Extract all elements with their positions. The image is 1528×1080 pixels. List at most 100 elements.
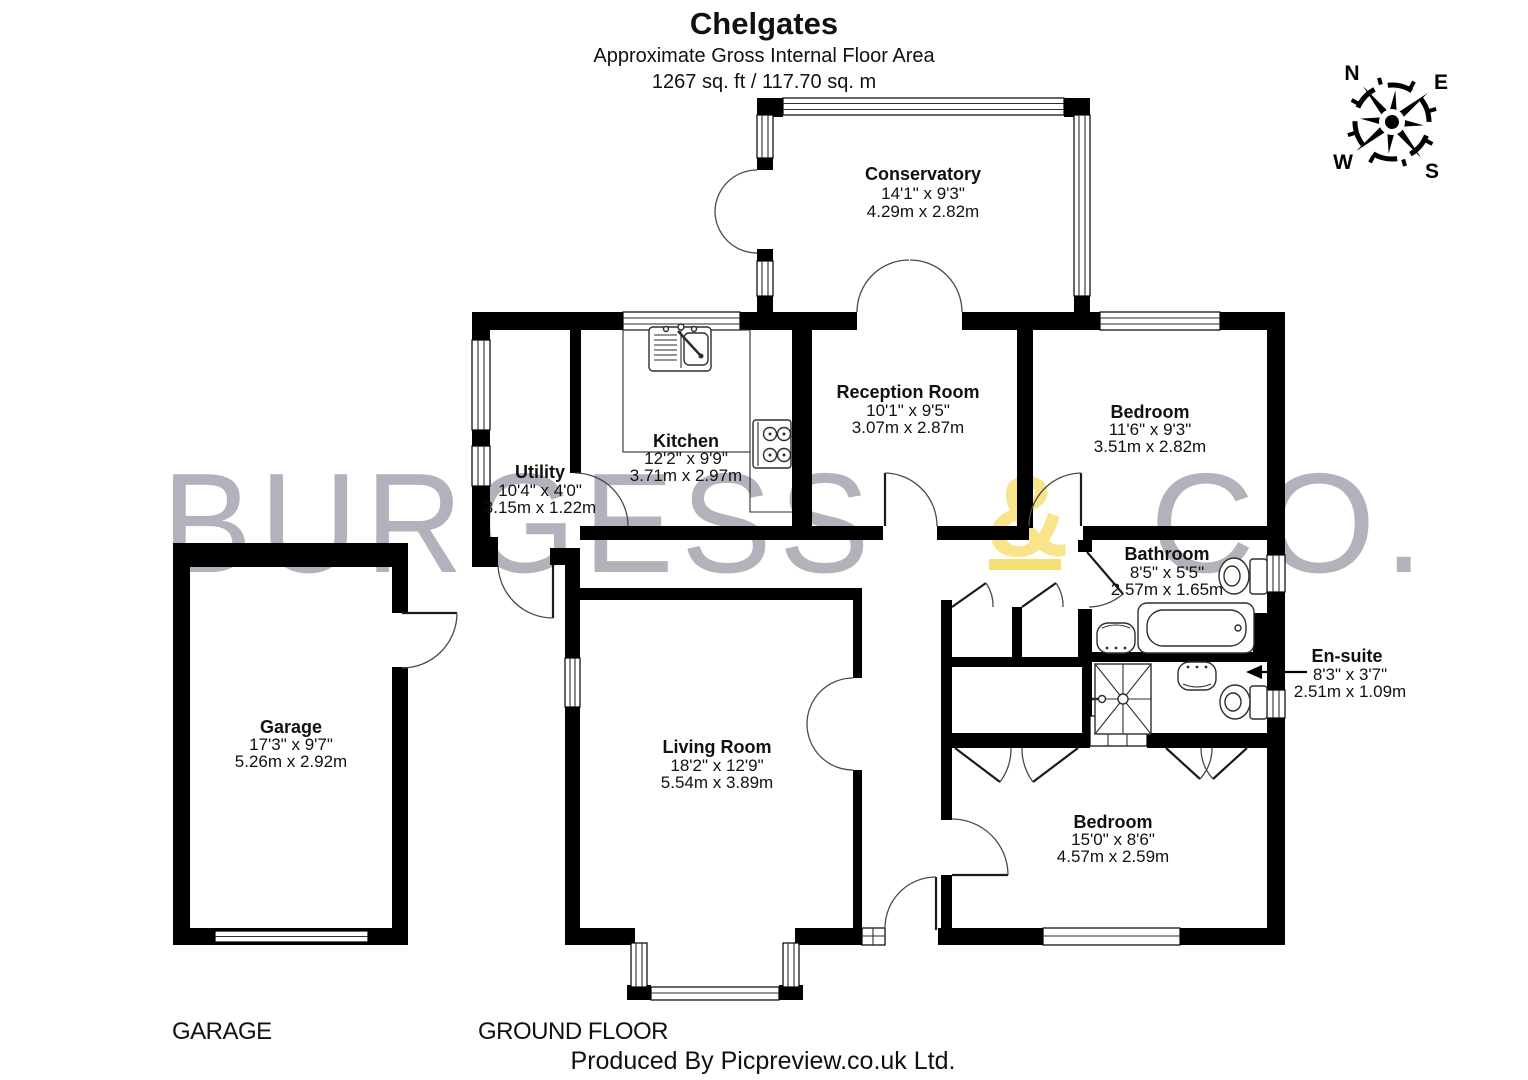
room-dims-imperial: 17'3" x 9'7": [249, 735, 333, 754]
room-label-reception: Reception Room: [836, 382, 979, 402]
floor-area: 1267 sq. ft / 117.70 sq. m: [652, 71, 876, 93]
toilet-icon: [1219, 684, 1268, 720]
room-label-garage: Garage: [260, 717, 322, 737]
room-dims-imperial: 10'4" x 4'0": [498, 481, 582, 500]
door-arc: [1199, 747, 1213, 780]
room-labels: Conservatory 14'1" x 9'3" 4.29m x 2.82m …: [235, 164, 1406, 866]
wardrobe-door: [954, 747, 1001, 783]
watermark-underline: [989, 559, 1061, 570]
wall-segment: [472, 312, 623, 330]
door-arc: [909, 259, 963, 313]
window: [564, 657, 581, 708]
wall-post: [1064, 98, 1090, 117]
wall-segment: [952, 928, 1043, 945]
footer-ground-floor-label: GROUND FLOOR: [478, 1018, 668, 1045]
door-jamb: [757, 158, 773, 170]
page-subtitle: Approximate Gross Internal Floor Area: [593, 45, 935, 67]
door-arc: [1055, 582, 1064, 608]
door-jamb: [757, 249, 773, 261]
wall-segment: [565, 588, 862, 600]
compass-north: N: [1344, 62, 1359, 85]
window: [471, 445, 491, 487]
door-arc: [806, 723, 854, 771]
wall-kitchen-reception: [792, 330, 812, 526]
door-arc: [714, 169, 758, 213]
wall-segment: [392, 667, 408, 928]
wall-segment: [853, 770, 862, 930]
door-arc: [401, 612, 458, 669]
wall-segment: [952, 733, 1090, 748]
door-arc: [856, 259, 910, 313]
room-dims-imperial: 14'1" x 9'3": [881, 184, 965, 203]
room-label-bedroom-2: Bedroom: [1073, 812, 1152, 832]
footer-credit: Produced By Picpreview.co.uk Ltd.: [571, 1047, 956, 1075]
windows: [214, 97, 1286, 1001]
compass-west: W: [1333, 151, 1353, 174]
wall-segment: [1078, 540, 1092, 552]
wall-segment: [938, 928, 952, 945]
wall-segment: [565, 548, 580, 658]
fixtures: [622, 323, 1268, 735]
room-dims-metric: 3.51m x 2.82m: [1094, 437, 1206, 456]
basin-icon: [1096, 622, 1136, 654]
wall-post: [757, 98, 783, 117]
window: [1073, 114, 1091, 297]
wall-segment: [1147, 733, 1285, 748]
wall-segment: [580, 526, 883, 540]
door-arc: [1088, 593, 1124, 608]
wall-segment: [565, 928, 635, 945]
wall-segment: [1220, 312, 1285, 330]
room-label-kitchen: Kitchen: [653, 431, 719, 451]
door-arc: [999, 747, 1012, 783]
door-arc: [1200, 747, 1214, 780]
footer: GARAGE GROUND FLOOR Produced By Picprevi…: [172, 1018, 955, 1075]
door-arc: [951, 818, 1009, 876]
wall-segment: [173, 543, 190, 945]
wall-segment: [472, 430, 490, 446]
room-dims-metric: 3.71m x 2.97m: [630, 466, 742, 485]
wall-segment: [1267, 330, 1285, 555]
hob-icon: [752, 419, 792, 469]
watermark-burgess: BURGESS: [162, 444, 877, 603]
doors: [401, 169, 1248, 930]
wall-segment: [1180, 928, 1285, 945]
window: [1266, 554, 1286, 593]
window: [756, 114, 774, 159]
room-dims-imperial: 8'3" x 3'7": [1313, 665, 1387, 684]
wall-segment: [962, 312, 1100, 330]
room-dims-metric: 5.26m x 2.92m: [235, 752, 347, 771]
wall-kitchen-utility: [570, 330, 581, 473]
room-dims-imperial: 8'5" x 5'5": [1130, 563, 1204, 582]
walls: [173, 98, 1285, 1000]
wardrobe-door: [1212, 747, 1248, 780]
window: [756, 260, 774, 297]
bathtub-icon: [1137, 602, 1255, 654]
room-label-bedroom-1: Bedroom: [1110, 402, 1189, 422]
cupboard-door: [951, 582, 987, 608]
window: [471, 339, 491, 431]
watermark: BURGESS & CO.: [162, 444, 1424, 603]
room-dims-metric: 3.15m x 1.22m: [484, 498, 596, 517]
door-arc: [884, 876, 937, 929]
window: [782, 97, 1065, 116]
wall-segment: [472, 486, 490, 538]
wardrobe-door: [1032, 747, 1079, 783]
room-dims-metric: 4.57m x 2.59m: [1057, 847, 1169, 866]
wall-segment: [1083, 526, 1285, 540]
bay-window: [782, 942, 800, 988]
toilet-icon: [1218, 557, 1268, 595]
room-dims-imperial: 15'0" x 8'6": [1071, 830, 1155, 849]
wall-reception-bedroom: [1017, 330, 1033, 528]
sink-icon: [648, 323, 712, 372]
wall-segment: [173, 543, 408, 567]
door-arc: [574, 472, 629, 527]
wall-segment: [941, 600, 952, 820]
compass-east: E: [1434, 71, 1448, 94]
wall-block: [1253, 613, 1285, 653]
window: [1099, 311, 1221, 331]
door-arc: [806, 677, 854, 725]
room-dims-metric: 4.29m x 2.82m: [867, 202, 979, 221]
room-label-bathroom: Bathroom: [1125, 544, 1210, 564]
cupboard-back-wall: [952, 657, 1088, 667]
